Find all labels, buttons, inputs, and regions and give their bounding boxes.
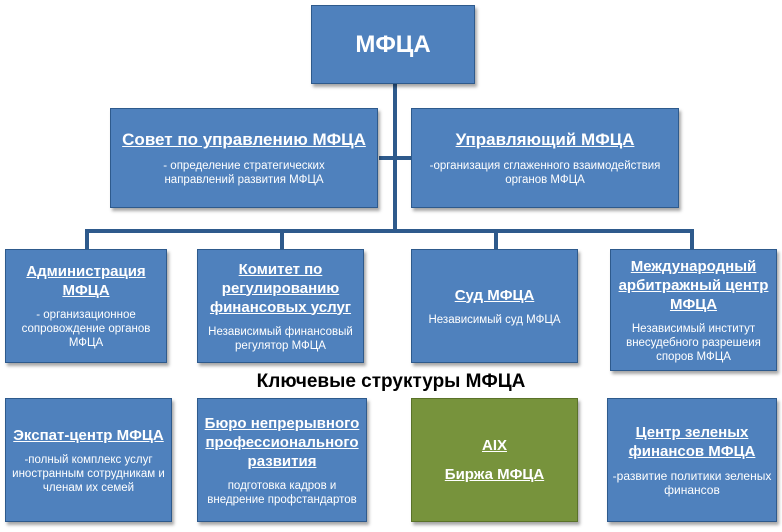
bureau-description: подготовка кадров и внедрение профстанда… (207, 479, 357, 506)
arbitration-description: Независимый институт внесудебного разреш… (626, 322, 761, 363)
arbitration-title: Международный арбитражный центр МФЦА (618, 257, 769, 313)
connector-horizontal-bus (85, 229, 694, 233)
connector-cross-horizontal (379, 156, 411, 160)
council-title: Совет по управлению МФЦА (122, 130, 366, 149)
green-finance-description: -развитие политики зеленых финансов (612, 469, 772, 497)
expat-center-title: Экспат-центр МФЦА (13, 426, 164, 444)
court-description: Независимый суд МФЦА (428, 313, 561, 326)
council-node: Совет по управлению МФЦА - определение с… (110, 108, 378, 208)
green-finance-title: Центр зеленых финансов МФЦА (628, 424, 756, 460)
exchange-node: AIX Биржа МФЦА (411, 398, 578, 522)
connector-drop-committee (280, 229, 284, 249)
arbitration-node: Международный арбитражный центр МФЦА Нез… (610, 249, 777, 371)
committee-node: Комитет по регулированию финансовых услу… (197, 249, 364, 363)
manager-node: Управляющий МФЦА -организация сглаженног… (411, 108, 679, 208)
root-node-mfca: МФЦА (311, 5, 475, 84)
connector-drop-arbitration (690, 229, 694, 249)
administration-node: Администрация МФЦА - организационное соп… (5, 249, 167, 363)
bureau-title: Бюро непрерывного профессионального разв… (204, 414, 360, 470)
bureau-node: Бюро непрерывного профессионального разв… (197, 398, 367, 522)
court-title: Суд МФЦА (454, 286, 535, 304)
key-structures-heading: Ключевые структуры МФЦА (256, 371, 526, 392)
committee-title: Комитет по регулированию финансовых услу… (209, 260, 352, 316)
connector-drop-administration (85, 229, 89, 249)
administration-title: Администрация МФЦА (26, 263, 146, 299)
expat-center-description: -полный комплекс услуг иностранным сотру… (12, 453, 165, 494)
committee-description: Независимый финансовый регулятор МФЦА (208, 325, 353, 352)
administration-description: - организационное сопровождение органов … (21, 309, 151, 349)
council-description: - определение стратегических направлений… (163, 160, 325, 186)
exchange-title-aix: AIX (481, 437, 507, 454)
court-node: Суд МФЦА Независимый суд МФЦА (411, 249, 578, 363)
expat-center-node: Экспат-центр МФЦА -полный комплекс услуг… (5, 398, 172, 522)
root-title: МФЦА (355, 31, 431, 58)
connector-drop-court (494, 229, 498, 249)
manager-description: -организация сглаженного взаимодействия … (429, 160, 661, 186)
green-finance-node: Центр зеленых финансов МФЦА -развитие по… (607, 398, 777, 522)
exchange-title-birzha: Биржа МФЦА (444, 466, 545, 483)
manager-title: Управляющий МФЦА (455, 130, 635, 149)
